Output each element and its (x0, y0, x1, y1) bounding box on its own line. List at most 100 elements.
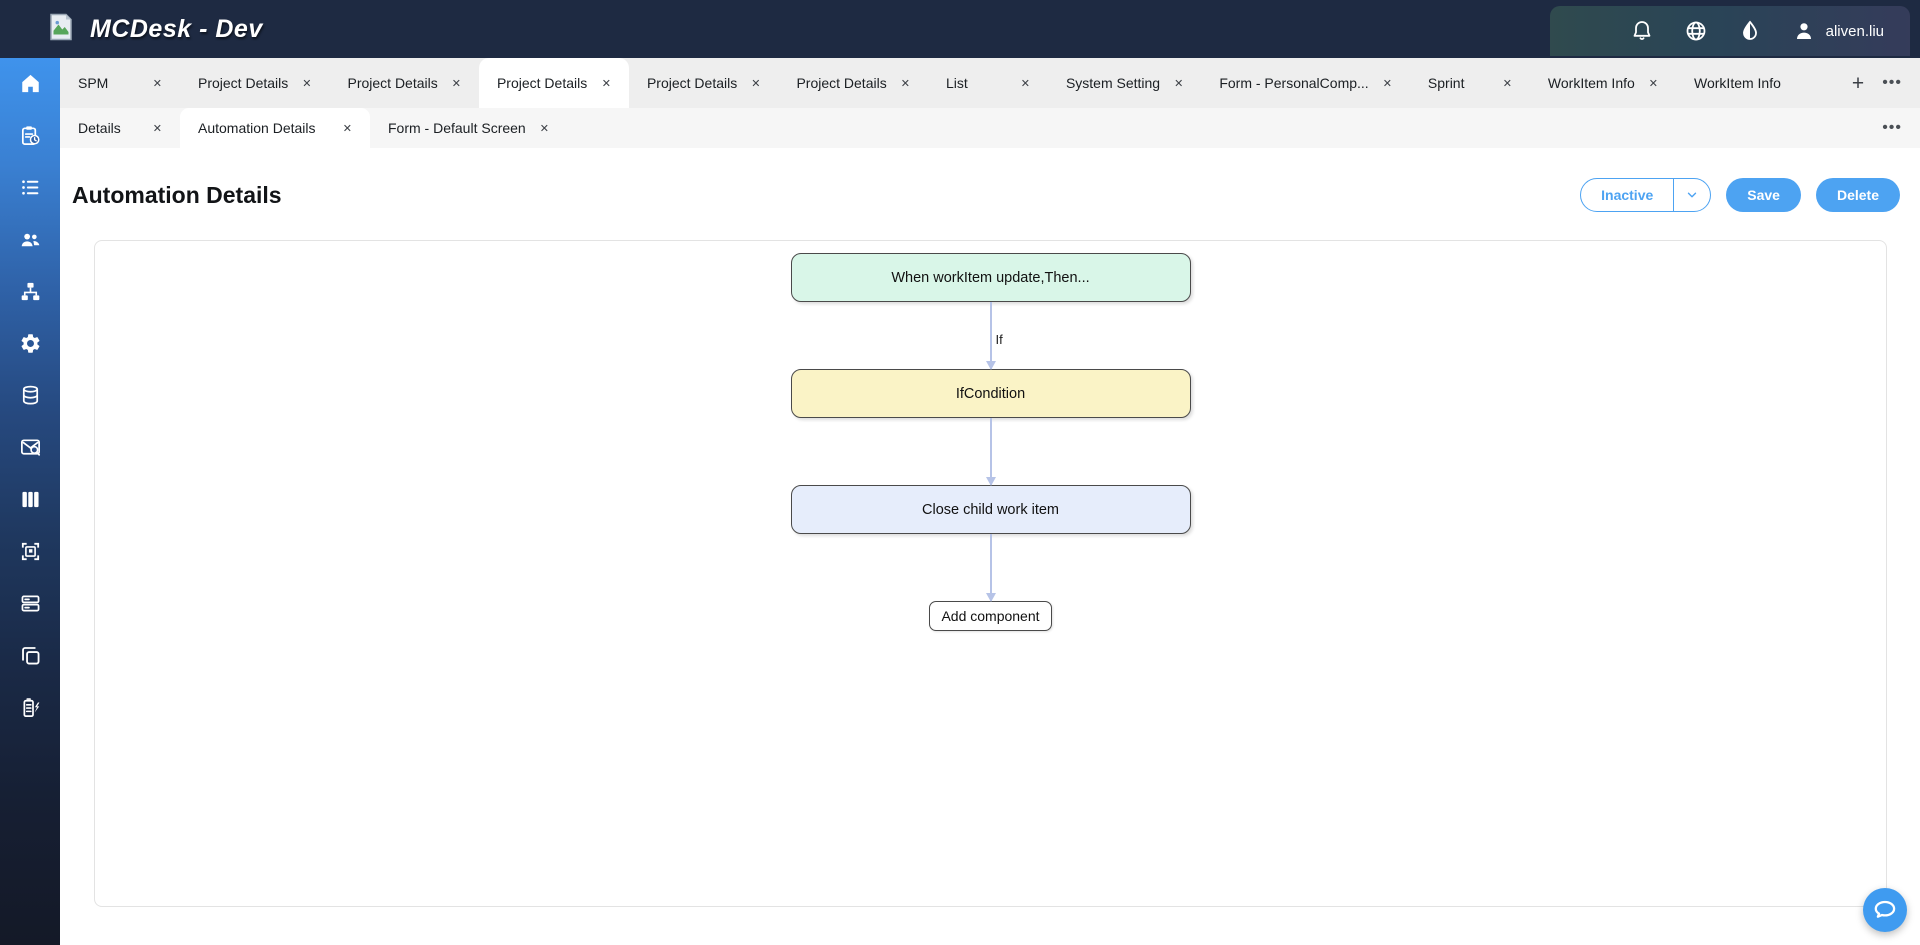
sidebar-item-project-plan[interactable] (17, 124, 43, 147)
flow-node-if-condition[interactable]: IfCondition (790, 369, 1191, 418)
tab-workitem-info-2[interactable]: WorkItem Info (1676, 58, 1799, 108)
page-header: Automation Details Inactive Save Delete (60, 148, 1920, 240)
close-tab-icon[interactable]: ✕ (302, 77, 312, 90)
top-header: MCDesk - Dev aliven.liu (0, 0, 1920, 58)
sidebar-item-team[interactable] (17, 228, 43, 251)
tab-form-default-screen[interactable]: Form - Default Screen ✕ (370, 108, 567, 148)
more-tabs-icon[interactable]: ••• (1882, 74, 1902, 91)
page-title: Automation Details (72, 181, 282, 208)
close-tab-icon[interactable]: ✕ (152, 77, 162, 90)
chat-fab-button[interactable] (1863, 888, 1907, 932)
more-tabs-icon[interactable]: ••• (1882, 119, 1902, 136)
save-button[interactable]: Save (1726, 178, 1801, 212)
content-area: SPM ✕ Project Details ✕ Project Details … (60, 58, 1920, 945)
close-tab-icon[interactable]: ✕ (1502, 77, 1512, 90)
sidebar-item-server[interactable] (17, 592, 43, 615)
sidebar-item-list[interactable] (17, 176, 43, 199)
chevron-down-icon[interactable] (1674, 179, 1710, 211)
tab-project-details-4[interactable]: Project Details ✕ (629, 58, 778, 108)
add-component-button[interactable]: Add component (929, 601, 1052, 631)
tab-list[interactable]: List ✕ (928, 58, 1048, 108)
sitemap-icon (21, 282, 39, 301)
close-tab-icon[interactable]: ✕ (751, 77, 761, 90)
tab-label: System Setting (1065, 75, 1161, 91)
tab-label: Details (78, 120, 121, 136)
gear-icon (21, 334, 39, 353)
tab-form-personalcomp[interactable]: Form - PersonalComp... ✕ (1201, 58, 1410, 108)
close-tab-icon[interactable]: ✕ (601, 77, 611, 90)
tab-system-setting[interactable]: System Setting ✕ (1048, 58, 1201, 108)
tab-row-1: SPM ✕ Project Details ✕ Project Details … (60, 58, 1920, 108)
tab-details[interactable]: Details ✕ (60, 108, 180, 148)
sidebar (0, 58, 60, 945)
tab-row1-controls: + ••• (1852, 58, 1920, 108)
sidebar-item-settings[interactable] (17, 332, 43, 355)
sidebar-item-battery-power[interactable] (17, 696, 43, 719)
tab-label: Project Details (796, 75, 887, 91)
flow-arrow: If (985, 302, 1003, 370)
tab-label: WorkItem Info (1547, 75, 1635, 91)
sidebar-item-screen-frame[interactable] (17, 540, 43, 563)
sidebar-item-org-structure[interactable] (17, 280, 43, 303)
user-menu[interactable]: aliven.liu (1792, 19, 1884, 43)
tab-label: Form - Default Screen (388, 120, 526, 136)
close-tab-icon[interactable]: ✕ (539, 122, 549, 135)
list-icon (21, 180, 38, 195)
tab-spm[interactable]: SPM ✕ (60, 58, 180, 108)
tab-label: WorkItem Info (1694, 75, 1781, 91)
close-tab-icon[interactable]: ✕ (900, 77, 910, 90)
main-split: SPM ✕ Project Details ✕ Project Details … (0, 58, 1920, 945)
tab-label: Form - PersonalComp... (1219, 75, 1369, 91)
tab-sprint[interactable]: Sprint ✕ (1410, 58, 1530, 108)
app-title: MCDesk - Dev (90, 14, 263, 43)
theme-droplet-icon[interactable] (1738, 19, 1762, 43)
sidebar-item-home[interactable] (17, 72, 43, 95)
arrowhead-icon (985, 593, 996, 602)
tab-label: Project Details (646, 75, 738, 91)
tab-project-details-3-active[interactable]: Project Details ✕ (478, 58, 629, 108)
sidebar-item-kanban[interactable] (17, 488, 43, 511)
database-icon (22, 385, 38, 405)
add-tab-button[interactable]: + (1851, 71, 1865, 95)
status-label[interactable]: Inactive (1581, 179, 1675, 211)
tab-project-details-1[interactable]: Project Details ✕ (180, 58, 329, 108)
flow-node-trigger[interactable]: When workItem update,Then... (790, 253, 1191, 302)
flow-node-action[interactable]: Close child work item (790, 485, 1191, 534)
automation-flow-canvas[interactable]: When workItem update,Then... If IfCondit… (94, 240, 1887, 907)
close-tab-icon[interactable]: ✕ (1020, 77, 1030, 90)
close-tab-icon[interactable]: ✕ (1648, 77, 1659, 90)
sidebar-item-database[interactable] (17, 384, 43, 407)
close-tab-icon[interactable]: ✕ (342, 122, 352, 135)
tab-workitem-info-1[interactable]: WorkItem Info ✕ (1530, 58, 1676, 108)
edge-label-if: If (995, 332, 1003, 347)
tab-label: Sprint (1427, 75, 1465, 91)
close-tab-icon[interactable]: ✕ (451, 77, 461, 90)
tab-label: Project Details (347, 75, 438, 91)
tab-row-2: Details ✕ Automation Details ✕ Form - De… (60, 108, 1920, 148)
status-dropdown-button[interactable]: Inactive (1580, 178, 1712, 212)
tab-label: Automation Details (198, 120, 316, 136)
globe-language-icon[interactable] (1684, 19, 1708, 43)
tab-project-details-5[interactable]: Project Details ✕ (778, 58, 927, 108)
tab-label: List (945, 75, 968, 91)
close-tab-icon[interactable]: ✕ (1382, 77, 1392, 90)
sidebar-item-mail-search[interactable] (17, 436, 43, 459)
broken-image-logo-icon (50, 13, 72, 41)
delete-button[interactable]: Delete (1815, 178, 1900, 212)
user-avatar-icon (1796, 23, 1811, 39)
tab-project-details-2[interactable]: Project Details ✕ (329, 58, 478, 108)
tab-label: Project Details (496, 75, 588, 91)
close-tab-icon[interactable]: ✕ (1174, 77, 1184, 90)
tab-automation-details-active[interactable]: Automation Details ✕ (180, 108, 370, 148)
header-icon-group: aliven.liu (1549, 6, 1910, 56)
sidebar-item-copy[interactable] (17, 644, 43, 667)
flow-arrow (985, 418, 996, 486)
arrowhead-icon (985, 361, 996, 370)
server-rows-icon (21, 595, 39, 612)
notification-bell-icon[interactable] (1630, 19, 1654, 43)
close-tab-icon[interactable]: ✕ (152, 122, 162, 135)
battery-bolt-icon (23, 698, 39, 717)
flow-arrow (985, 534, 996, 602)
team-people-icon (21, 233, 39, 247)
